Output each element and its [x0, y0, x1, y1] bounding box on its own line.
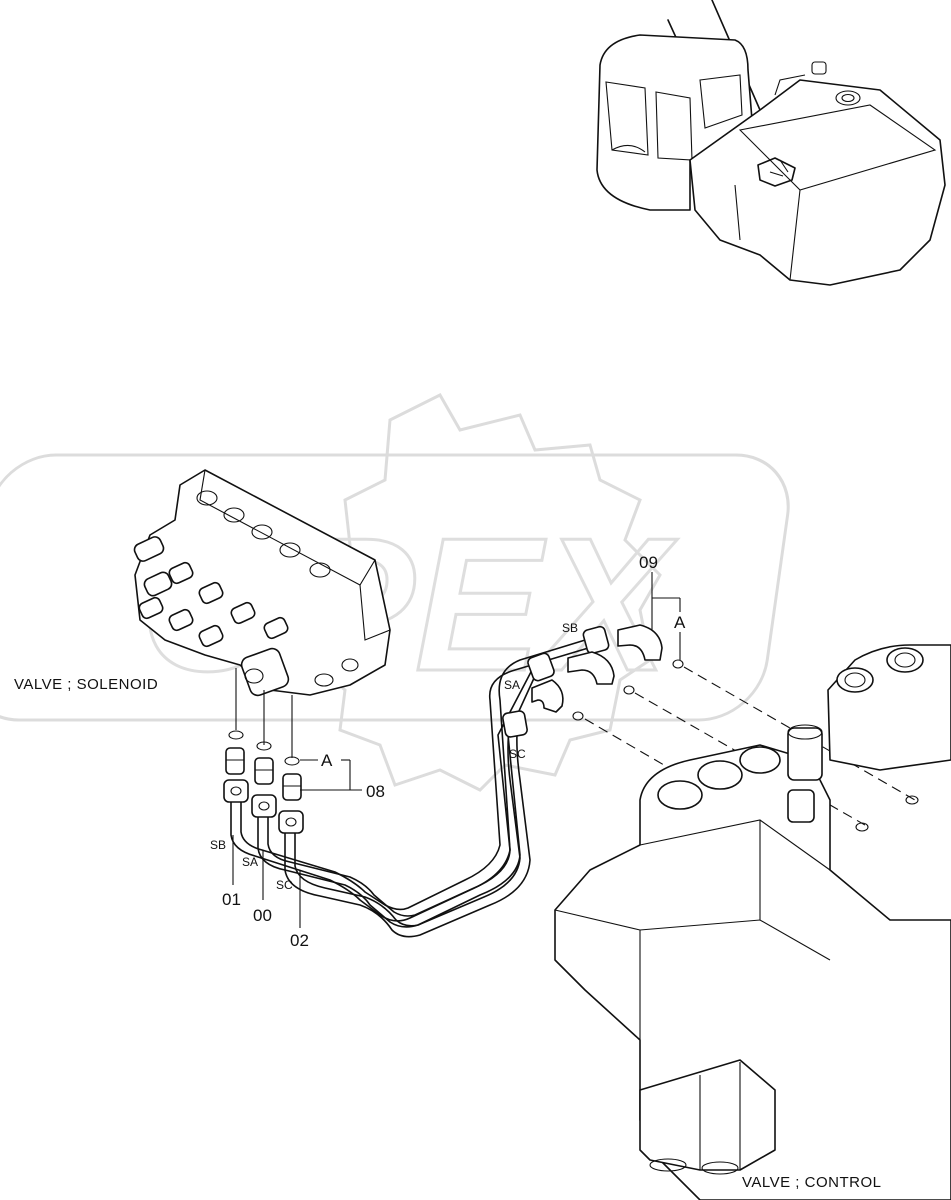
- part-number-08: 08: [366, 782, 385, 801]
- elbow-fitting: [531, 679, 564, 713]
- o-ring: [228, 730, 244, 740]
- elbow-fitting: [567, 651, 615, 685]
- port-label-sa-left: SA: [242, 855, 258, 869]
- port-label-sb-left: SB: [210, 838, 226, 852]
- hose-nut: [582, 625, 610, 655]
- part-number-00: 00: [253, 906, 272, 925]
- excavator-overview: [596, 0, 946, 286]
- hose-nut: [278, 810, 304, 834]
- part-number-02: 02: [290, 931, 309, 950]
- hose-bundle: [223, 625, 610, 938]
- text-labels: VALVE ; SOLENOID VALVE ; CONTROL A A 08 …: [14, 553, 881, 1191]
- control-valve-block: [554, 644, 951, 1200]
- o-ring: [572, 711, 584, 721]
- label-valve-solenoid: VALVE ; SOLENOID: [14, 676, 158, 693]
- control-valve-plug: [787, 727, 823, 781]
- solenoid-port-leaders: [235, 668, 293, 758]
- control-valve-plug: [787, 789, 815, 823]
- adapter-fitting: [254, 757, 274, 785]
- part-number-01: 01: [222, 890, 241, 909]
- part-number-09: 09: [639, 553, 658, 572]
- watermark-logo: OPEX: [0, 393, 790, 792]
- port-label-sb-right: SB: [562, 621, 578, 635]
- elbow-fitting: [617, 624, 663, 661]
- o-ring: [672, 659, 684, 669]
- watermark-band: [0, 453, 790, 722]
- solenoid-valve-block: [133, 469, 391, 697]
- solenoid-location-marker: [757, 157, 796, 187]
- excavator-body: [689, 79, 946, 286]
- callout-leaders: [232, 572, 681, 928]
- o-ring: [256, 741, 272, 751]
- port-label-sc-left: SC: [276, 878, 293, 892]
- hose-nut: [223, 779, 249, 803]
- left-fittings: [225, 730, 302, 801]
- port-label-sa-right: SA: [504, 678, 520, 692]
- o-ring: [284, 756, 300, 766]
- adapter-fitting: [225, 747, 245, 775]
- right-fittings: [531, 624, 684, 721]
- o-ring: [623, 685, 635, 695]
- adapter-fitting: [282, 773, 302, 801]
- hose-nut: [251, 794, 277, 818]
- ref-a-left: A: [321, 751, 333, 770]
- ref-a-right: A: [674, 613, 686, 632]
- hose-nut: [502, 710, 528, 738]
- hose-nut: [527, 652, 555, 682]
- port-label-sc-right: SC: [509, 747, 526, 761]
- label-valve-control: VALVE ; CONTROL: [742, 1174, 881, 1191]
